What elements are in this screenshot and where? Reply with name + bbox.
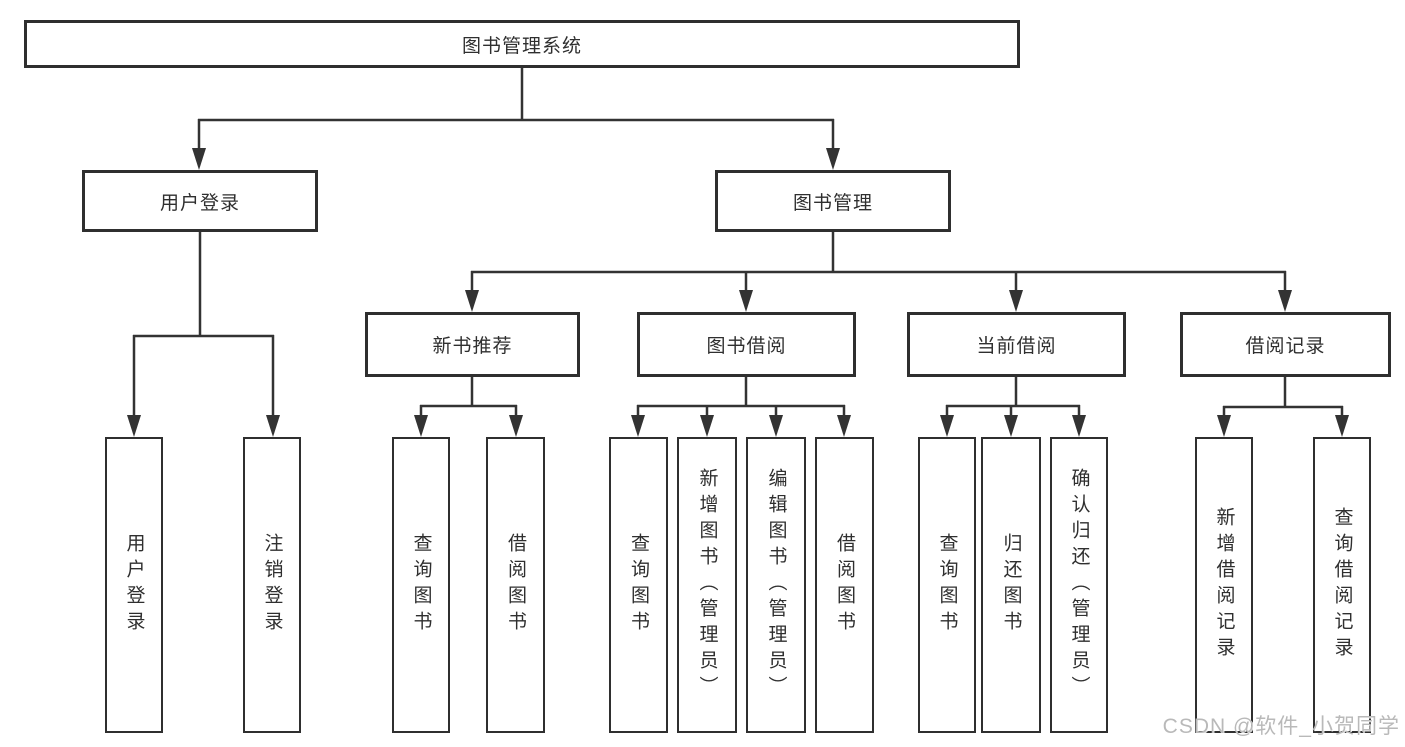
leaf-borrow-books-borrowing: 借阅图书 — [815, 437, 874, 733]
arrowheads — [127, 148, 1349, 437]
leaf-user-login: 用户登录 — [105, 437, 163, 733]
leaf-return-books: 归还图书 — [981, 437, 1041, 733]
node-user-login: 用户登录 — [82, 170, 318, 232]
leaf-borrow-books-recommend: 借阅图书 — [486, 437, 545, 733]
node-book-borrowing: 图书借阅 — [637, 312, 856, 377]
csdn-watermark: CSDN @软件_小贺同学 — [1162, 715, 1400, 738]
leaf-query-books-borrowing: 查询图书 — [609, 437, 668, 733]
node-current-borrowing: 当前借阅 — [907, 312, 1126, 377]
leaf-confirm-return-admin: 确认归还（管理员） — [1050, 437, 1108, 733]
node-book-management: 图书管理 — [715, 170, 951, 232]
leaf-logout-login: 注销登录 — [243, 437, 301, 733]
leaf-query-books-recommend: 查询图书 — [392, 437, 450, 733]
node-borrow-records: 借阅记录 — [1180, 312, 1391, 377]
leaf-query-borrow-record: 查询借阅记录 — [1313, 437, 1371, 733]
leaf-edit-book-admin: 编辑图书（管理员） — [746, 437, 806, 733]
leaf-query-books-current: 查询图书 — [918, 437, 976, 733]
leaf-add-book-admin: 新增图书（管理员） — [677, 437, 737, 733]
leaf-add-borrow-record: 新增借阅记录 — [1195, 437, 1253, 733]
node-new-book-recommend: 新书推荐 — [365, 312, 580, 377]
node-root-system: 图书管理系统 — [24, 20, 1020, 68]
